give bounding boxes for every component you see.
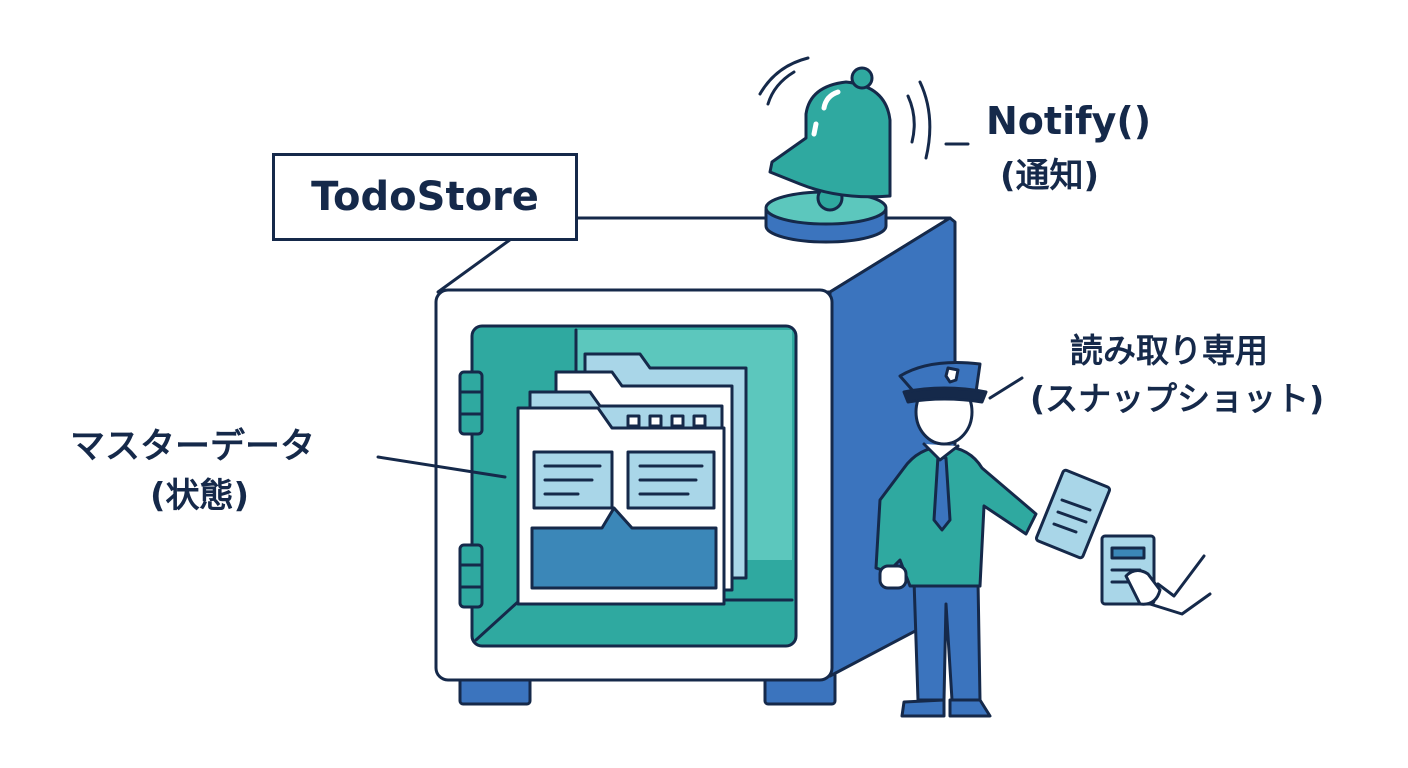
- security-guard-icon: [874, 361, 1038, 718]
- safe-hinge-bottom: [458, 543, 484, 609]
- notify-method-label: Notify(): [986, 99, 1152, 143]
- snapshot-document-icon: [1034, 468, 1212, 616]
- notify-caption: (通知): [1000, 156, 1100, 196]
- master-data-label: マスターデータ: [70, 427, 316, 467]
- safe-hinge-top: [458, 370, 484, 436]
- master-data-connector: [376, 455, 507, 479]
- readonly-caption: (スナップショット): [1030, 379, 1325, 418]
- readonly-connector: [988, 376, 1024, 400]
- store-name: TodoStore: [311, 174, 539, 220]
- folder-stack-icon: [516, 352, 748, 606]
- readonly-label: 読み取り専用: [1070, 331, 1268, 370]
- checkmark-icon: [1156, 554, 1206, 598]
- bell-icon: [758, 56, 932, 244]
- master-data-caption: (状態): [150, 476, 250, 516]
- store-name-box: TodoStore: [272, 153, 578, 241]
